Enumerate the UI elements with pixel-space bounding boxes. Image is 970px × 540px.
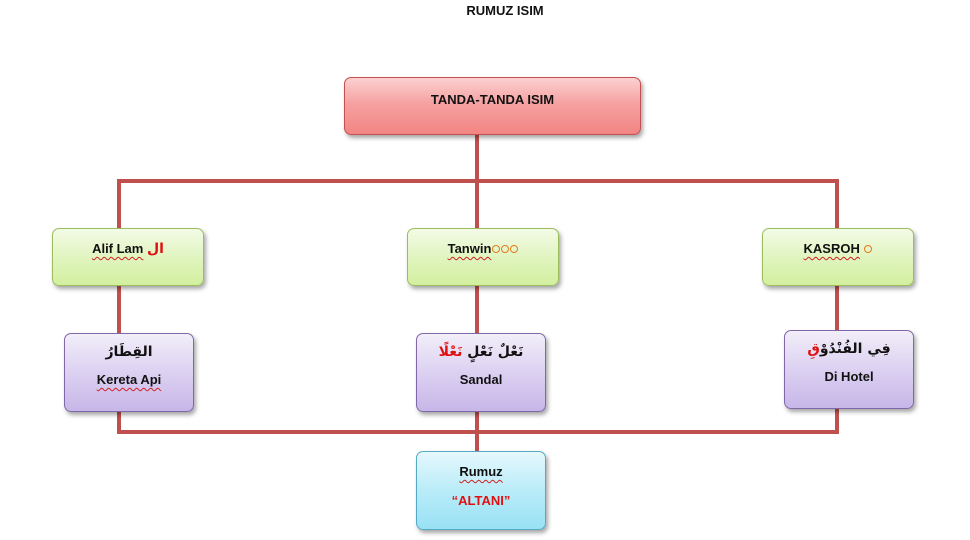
arabic-word-3: نَعْلًا xyxy=(438,344,463,360)
summary-label: Rumuz xyxy=(459,464,503,479)
sign-alif-lam: Alif Lam ال xyxy=(52,228,204,286)
example-arabic: فِي الفُنْدُوْقِ xyxy=(785,341,913,357)
circle-mark-icon xyxy=(501,245,510,253)
root-label: TANDA-TANDA ISIM xyxy=(430,92,555,107)
example-meaning: Kereta Api xyxy=(96,372,162,387)
summary-value: “ALTANI” xyxy=(451,493,511,508)
example-arabic: القِطَارُ xyxy=(105,344,153,360)
example-arabic: نَعْلٌ نَعْلٍ نَعْلًا xyxy=(417,344,545,360)
sign-label: KASROH xyxy=(803,241,860,256)
arabic-word-2: نَعْلٍ xyxy=(467,344,493,360)
summary-node: Rumuz “ALTANI” xyxy=(416,451,546,530)
circle-mark-icon xyxy=(864,245,873,253)
arabic-word-1: نَعْلٌ xyxy=(497,344,524,360)
example-alif-lam: القِطَارُ Kereta Api xyxy=(64,333,194,412)
sign-arabic: ال xyxy=(146,241,164,257)
root-node: TANDA-TANDA ISIM xyxy=(344,77,641,135)
sign-label: Alif Lam xyxy=(92,241,144,256)
sign-kasroh: KASROH ِ xyxy=(762,228,914,286)
circle-mark-icon xyxy=(510,245,519,253)
example-kasroh: فِي الفُنْدُوْقِ Di Hotel xyxy=(784,330,914,409)
example-meaning: Di Hotel xyxy=(824,369,874,384)
arabic-main: فِي الفُنْدُوْ xyxy=(819,341,891,357)
circle-mark-icon xyxy=(492,245,501,253)
arabic-end: قِ xyxy=(807,341,820,357)
page-title: RUMUZ ISIM xyxy=(466,3,544,18)
sign-tanwin: Tanwin ٌٍ ً xyxy=(407,228,559,286)
example-meaning: Sandal xyxy=(459,372,503,387)
example-tanwin: نَعْلٌ نَعْلٍ نَعْلًا Sandal xyxy=(416,333,546,412)
sign-label: Tanwin xyxy=(447,241,492,256)
